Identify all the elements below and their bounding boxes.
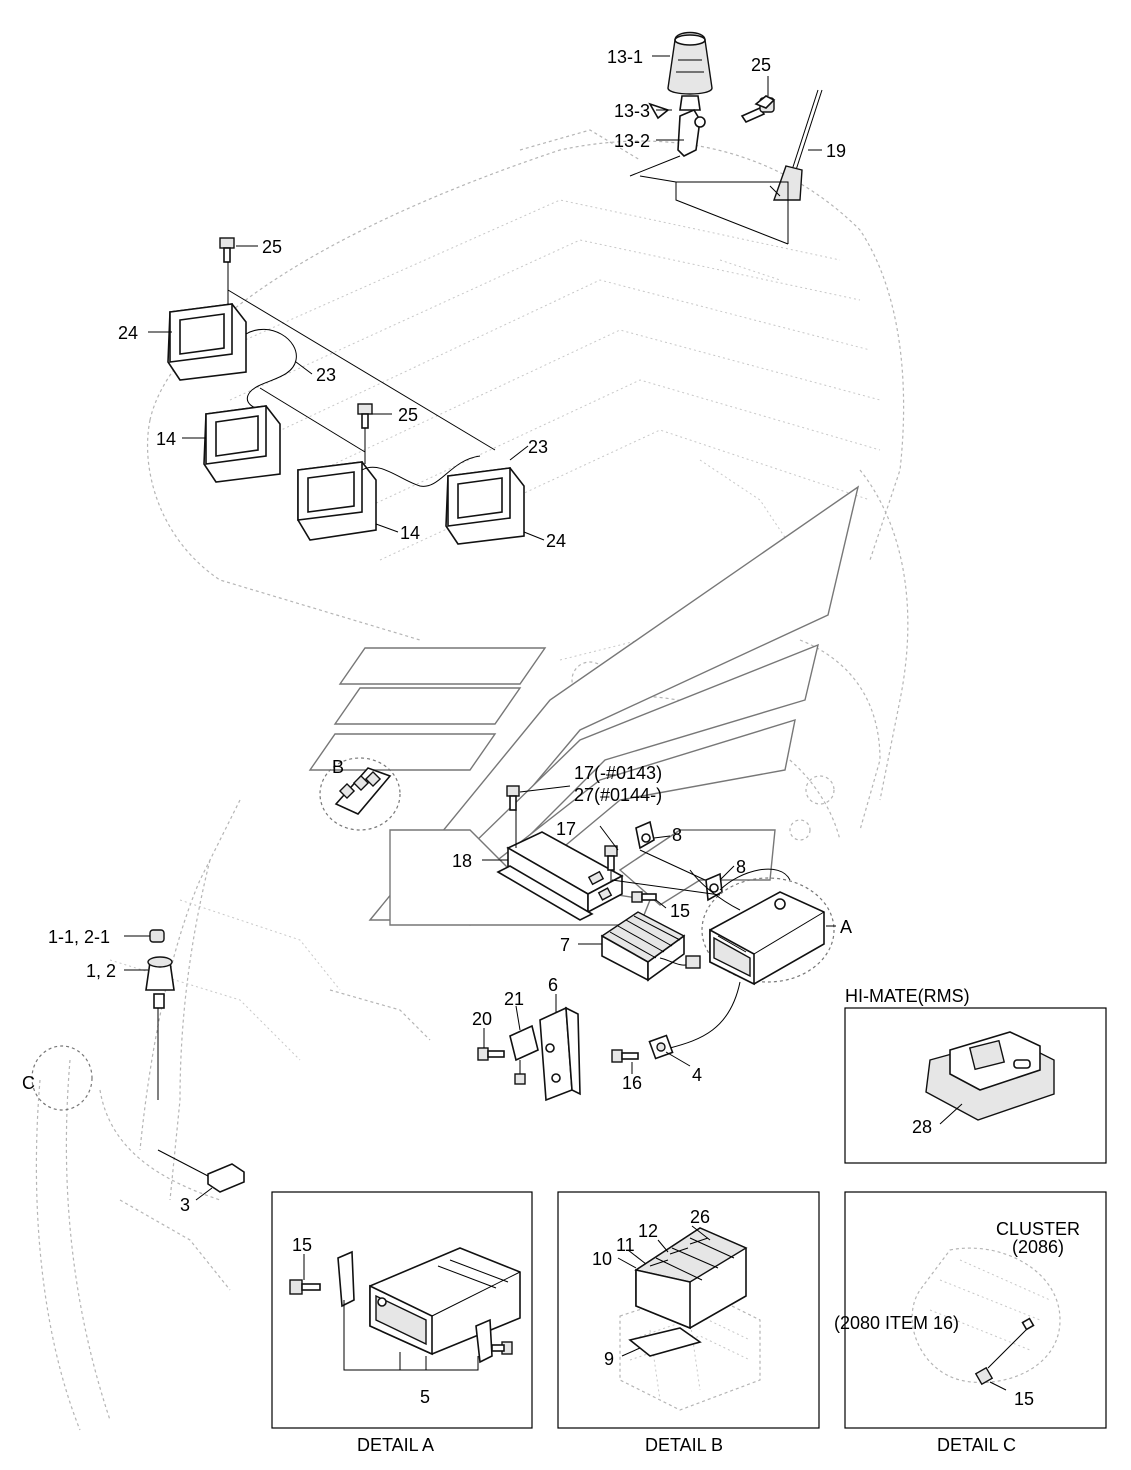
label-8a: 8: [672, 825, 682, 845]
key-switch: [145, 929, 175, 1100]
label-27: 27(#0144-): [574, 785, 662, 805]
work-lamp-14-left: [203, 405, 281, 483]
radio-a: [701, 877, 835, 986]
bolt-25-mid: [357, 403, 373, 429]
label-14-mid: 14: [400, 523, 420, 543]
label-item-ref: (2080 ITEM 16): [834, 1313, 959, 1333]
himate-title: HI-MATE(RMS): [845, 986, 970, 1006]
label-13-3: 13-3: [614, 101, 650, 121]
antenna-assembly: [740, 89, 823, 201]
label-cluster-number: (2086): [1012, 1237, 1064, 1257]
label-9: 9: [604, 1349, 614, 1369]
label-24-right: 24: [546, 531, 566, 551]
label-leaders: [124, 55, 1007, 1391]
work-lamp-24-left: [167, 303, 297, 416]
bolt-17-27: [506, 785, 520, 811]
label-b: B: [332, 757, 344, 777]
caption-detail-a: DETAIL A: [357, 1435, 434, 1455]
label-6: 6: [548, 975, 558, 995]
label-10: 10: [592, 1249, 612, 1269]
bolt-16: [611, 1049, 639, 1063]
label-12: 12: [638, 1221, 658, 1241]
label-17-top: 17(-#0143): [574, 763, 662, 783]
label-21: 21: [504, 989, 524, 1009]
detail-a-radio: [289, 1247, 521, 1371]
label-23-right: 23: [528, 437, 548, 457]
plug-4: [648, 1034, 674, 1060]
detail-c-cluster: [911, 1247, 1061, 1386]
caption-detail-c: DETAIL C: [937, 1435, 1016, 1455]
label-7: 7: [560, 935, 570, 955]
label-cluster: CLUSTER: [996, 1219, 1080, 1239]
bracket-6: [539, 1006, 581, 1102]
label-17: 17: [556, 819, 576, 839]
label-11: 11: [616, 1235, 635, 1255]
label-25-top: 25: [751, 55, 771, 75]
label-18: 18: [452, 851, 472, 871]
label-28: 28: [912, 1117, 932, 1137]
label-19: 19: [826, 141, 846, 161]
label-23-left: 23: [316, 365, 336, 385]
label-15-detail-a: 15: [292, 1235, 312, 1255]
label-1-2: 1, 2: [86, 961, 116, 981]
detail-b-switches: [619, 1227, 761, 1411]
label-24-left: 24: [118, 323, 138, 343]
detail-c-box: [844, 1191, 1107, 1429]
socket-3: [157, 1149, 245, 1193]
label-a: A: [840, 917, 852, 937]
label-3: 3: [180, 1195, 190, 1215]
work-lamp-24-right: [445, 467, 525, 545]
label-c: C: [22, 1073, 35, 1093]
label-20: 20: [472, 1009, 492, 1029]
label-15-detail-c: 15: [1014, 1389, 1034, 1409]
controller-18: [496, 831, 624, 921]
label-14-left: 14: [156, 429, 176, 449]
label-1-1: 1-1, 2-1: [48, 927, 110, 947]
label-13-1: 13-1: [607, 47, 643, 67]
label-4: 4: [692, 1065, 702, 1085]
bolt-15-main: [631, 891, 657, 903]
label-5: 5: [420, 1387, 430, 1407]
label-8b: 8: [736, 857, 746, 877]
bolt-20: [477, 1047, 505, 1061]
caption-detail-b: DETAIL B: [645, 1435, 723, 1455]
bracket-8a: [635, 820, 655, 850]
detail-c-callout: [31, 1045, 93, 1111]
rotating-beacon: [648, 31, 713, 157]
bolt-25-left: [219, 237, 235, 263]
label-13-2: 13-2: [614, 131, 650, 151]
converter-7: [600, 911, 701, 982]
label-16: 16: [622, 1073, 642, 1093]
label-26: 26: [690, 1207, 710, 1227]
label-15-main: 15: [670, 901, 690, 921]
work-lamp-14-mid: [297, 455, 481, 541]
label-25-left: 25: [262, 237, 282, 257]
switch-panel-b: [319, 757, 401, 831]
relay-21: [509, 1024, 539, 1085]
bolt-17: [604, 845, 618, 871]
himate-device-28: [925, 1031, 1055, 1121]
label-25-mid: 25: [398, 405, 418, 425]
